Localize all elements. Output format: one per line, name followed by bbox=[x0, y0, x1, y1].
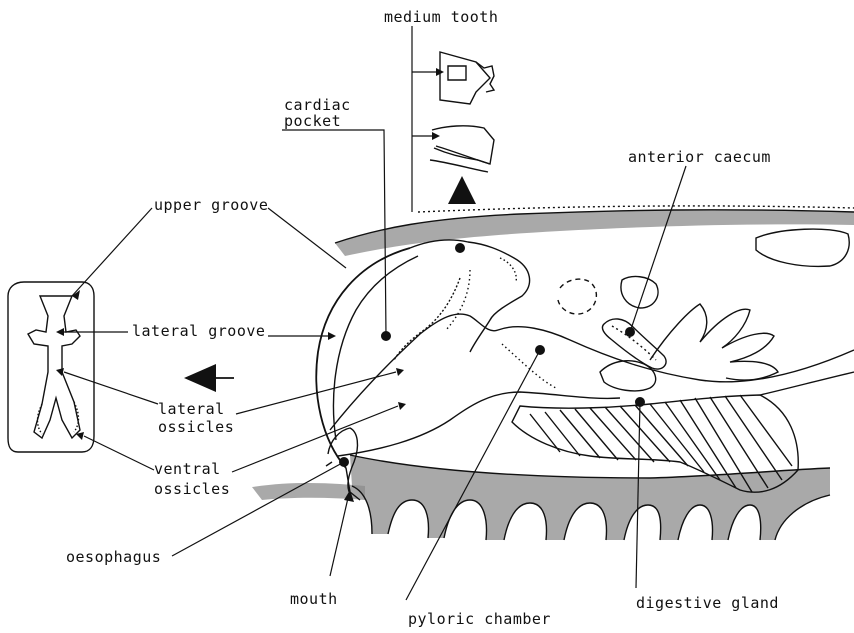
arrow-left-icon bbox=[184, 364, 216, 392]
label-mouth: mouth bbox=[290, 590, 338, 608]
label-pyloric-chamber: pyloric chamber bbox=[408, 610, 551, 628]
label-ventral-ossicles-line1: ventral bbox=[154, 460, 221, 478]
inset-cross-section bbox=[8, 282, 94, 452]
arrow-up-icon bbox=[448, 176, 476, 204]
label-medium-tooth: medium tooth bbox=[384, 8, 498, 26]
medium-tooth-sketch bbox=[412, 52, 494, 172]
dorsal-carapace bbox=[335, 206, 854, 266]
digestive-gland bbox=[512, 304, 798, 492]
label-upper-groove: upper groove bbox=[154, 196, 268, 214]
label-oesophagus: oesophagus bbox=[66, 548, 161, 566]
label-cardiac-pocket-line2: pocket bbox=[284, 112, 341, 130]
label-anterior-caecum: anterior caecum bbox=[628, 148, 771, 166]
label-lateral-ossicles-line2: ossicles bbox=[158, 418, 234, 436]
label-ventral-ossicles-line2: ossicles bbox=[154, 480, 230, 498]
label-lateral-ossicles-line1: lateral bbox=[158, 400, 225, 418]
ventral-band bbox=[252, 455, 830, 540]
label-lateral-groove: lateral groove bbox=[132, 322, 265, 340]
label-digestive-gland: digestive gland bbox=[636, 594, 779, 612]
